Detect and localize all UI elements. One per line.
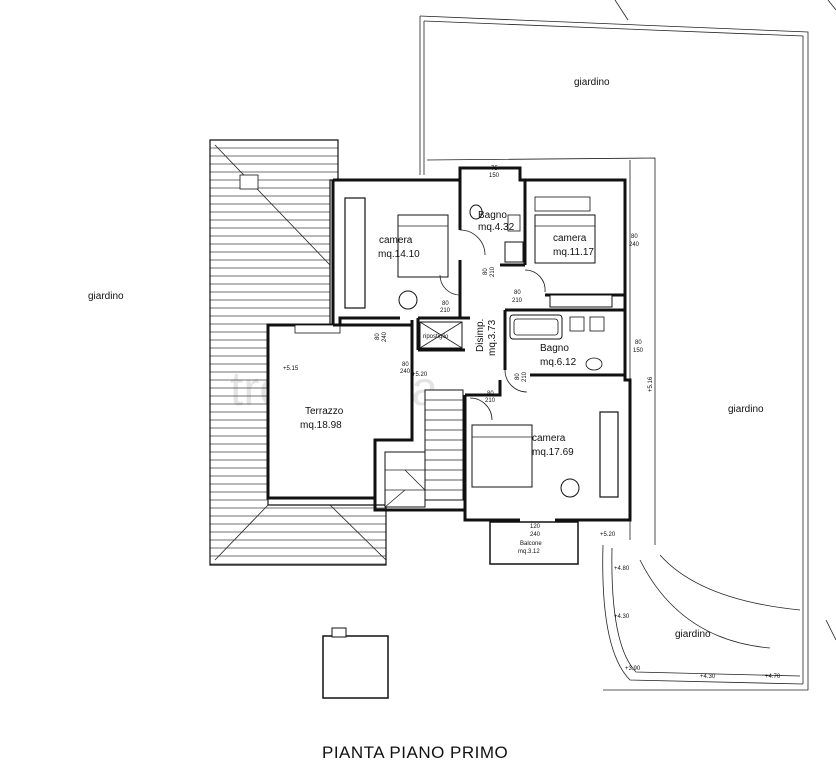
- room-area-disimp: mq.3.73: [487, 319, 498, 356]
- room-name-ripostiglio: ripostiglio: [423, 334, 449, 340]
- window-size-w5-a: 80: [402, 362, 409, 368]
- window-size-w4-a: 80: [375, 333, 381, 340]
- room-area-bagno-2: mq.6.12: [540, 357, 577, 368]
- room-area-bagno-1: mq.4.32: [478, 222, 515, 233]
- garden-boundary: [419, 0, 836, 691]
- room-name-camera-2: camera: [553, 233, 587, 244]
- door-size-d5-a: 80: [487, 391, 494, 397]
- door-size-d2-b: 210: [512, 298, 523, 304]
- door-labels: 80 210 80 210 80 210 80 210 80 210 80 24…: [375, 266, 528, 404]
- window-size-w2-a: 80: [631, 234, 638, 240]
- door-size-d1-a: 80: [483, 268, 489, 275]
- plan-title: PIANTA PIANO PRIMO: [322, 743, 508, 762]
- level-path-2: +4.30: [614, 614, 630, 620]
- fixtures-bagno-2: [509, 314, 605, 371]
- furniture-camera-2: [534, 196, 613, 308]
- room-name-camera-3: camera: [532, 433, 566, 444]
- room-name-camera-1: camera: [379, 235, 413, 246]
- level-path-5: +4.70: [765, 674, 781, 680]
- room-area-camera-2: mq.11.17: [553, 247, 594, 258]
- door-swings: [439, 229, 546, 421]
- garden-label-top: giardino: [574, 77, 610, 88]
- window-size-w1-b: 150: [489, 173, 500, 179]
- fixtures-bagno-1: [469, 204, 524, 263]
- door-size-d1-b: 210: [490, 266, 496, 277]
- window-size-w5-b: 240: [400, 369, 411, 375]
- room-area-camera-1: mq.14.10: [378, 249, 420, 260]
- room-area-balcone: mq.3.12: [518, 549, 540, 555]
- furniture-camera-3: [471, 411, 619, 498]
- balcone: [489, 521, 579, 565]
- door-size-d3-b: 210: [440, 308, 451, 314]
- garden-label-left: giardino: [88, 291, 124, 302]
- level-right-wall: +5.16: [648, 376, 654, 392]
- outbuilding: [322, 627, 389, 699]
- window-size-w3-b: 150: [633, 348, 644, 354]
- level-path-4: +4.30: [700, 674, 716, 680]
- door-size-d5-b: 210: [485, 398, 496, 404]
- room-area-camera-3: mq.17.69: [532, 447, 574, 458]
- ripostiglio: [419, 321, 463, 349]
- garden-label-bottom-right: giardino: [675, 629, 711, 640]
- room-name-disimp: Disimp.: [475, 319, 486, 352]
- window-size-w4-b: 240: [382, 331, 388, 342]
- staircase: [384, 389, 464, 508]
- door-size-d2-a: 80: [514, 290, 521, 296]
- window-size-w6-a: 120: [530, 524, 541, 530]
- door-size-d3-a: 80: [442, 301, 449, 307]
- room-name-balcone: Balcone: [520, 541, 542, 547]
- window-size-w3-a: 80: [635, 340, 642, 346]
- level-stairs: +5.20: [412, 372, 428, 378]
- room-name-bagno-1: Bagno: [478, 210, 507, 221]
- level-markers: +5.16 +5.20 +4.80 +4.30 +3.90 +4.30 +4.7…: [600, 376, 781, 680]
- window-size-w6-b: 240: [530, 532, 541, 538]
- level-path-1: +4.80: [614, 566, 630, 572]
- level-terrazzo: +5.15: [283, 366, 299, 372]
- level-path-3: +3.90: [625, 666, 641, 672]
- room-area-terrazzo: mq.18.98: [300, 420, 342, 431]
- window-size-w1-a: 75: [491, 166, 498, 172]
- roof-area: [209, 139, 387, 566]
- door-size-d4-b: 210: [522, 371, 528, 382]
- level-corner: +5.20: [600, 532, 616, 538]
- furniture-camera-1: [344, 197, 449, 310]
- door-size-d4-a: 80: [515, 373, 521, 380]
- garden-label-right: giardino: [728, 404, 764, 415]
- window-size-w2-b: 240: [629, 242, 640, 248]
- room-name-bagno-2: Bagno: [540, 343, 569, 354]
- house-walls: [331, 166, 632, 522]
- room-name-terrazzo: Terrazzo: [305, 406, 344, 417]
